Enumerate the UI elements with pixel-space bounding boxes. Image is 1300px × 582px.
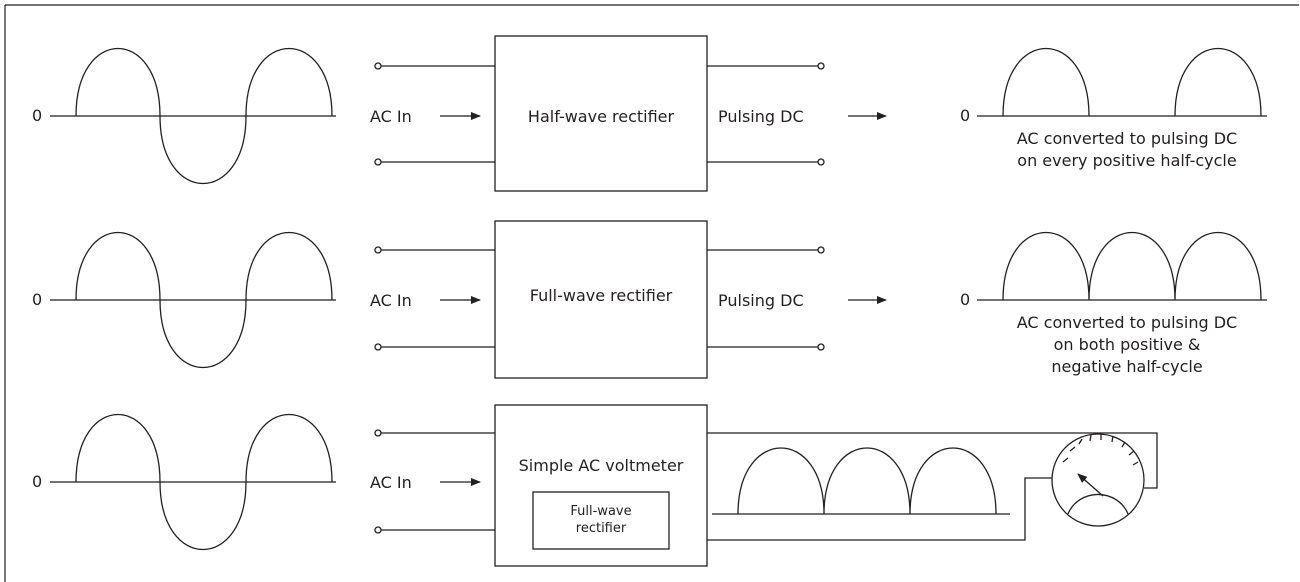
inner-rectifier-label-line-2: rectifier [576, 521, 627, 536]
half-wave-description-line-1: AC converted to pulsing DC [1017, 129, 1237, 148]
half-wave-rectifier-label: Half-wave rectifier [528, 107, 675, 126]
pulsing-dc-label: Pulsing DC [718, 291, 804, 310]
voltmeter-scale-arc [1067, 493, 1129, 515]
output-terminal-bottom [817, 343, 825, 351]
half-wave-row: 0 AC In Half-wave rectifier Pulsing DC 0… [32, 35, 1267, 192]
inner-full-wave-rectifier-block [532, 491, 670, 550]
ac-in-label: AC In [370, 291, 412, 310]
output-zero-label: 0 [960, 290, 970, 309]
ac-sine-wave [75, 48, 333, 184]
input-terminal-bottom [374, 526, 382, 534]
input-terminal-top [374, 246, 382, 254]
output-terminal-bottom [817, 158, 825, 166]
voltmeter-row: 0 AC In Simple AC voltmeter Full-wave re… [32, 404, 1158, 567]
ac-zero-label: 0 [32, 472, 42, 491]
pulsing-dc-label: Pulsing DC [718, 107, 804, 126]
ac-zero-label: 0 [32, 106, 42, 125]
input-terminal-bottom [374, 158, 382, 166]
output-zero-label: 0 [960, 106, 970, 125]
voltmeter-scale-ticks [1062, 434, 1139, 466]
inner-rectifier-label-line-1: Full-wave [570, 504, 631, 519]
full-wave-description-line-2: on both positive & [1054, 335, 1201, 354]
meter-wire-top [707, 432, 1158, 489]
full-wave-rectifier-block [494, 220, 708, 379]
voltmeter-pulsing-dc-waveform [737, 447, 997, 515]
voltmeter-needle [1077, 473, 1104, 497]
output-terminal-top [817, 62, 825, 70]
ac-zero-label: 0 [32, 290, 42, 309]
ac-sine-wave [75, 414, 333, 550]
half-wave-rectifier-block [494, 35, 708, 192]
ac-sine-wave [75, 232, 333, 368]
input-terminal-bottom [374, 343, 382, 351]
full-wave-rectifier-label: Full-wave rectifier [530, 286, 673, 305]
half-wave-output-waveform [1002, 48, 1262, 117]
simple-ac-voltmeter-label: Simple AC voltmeter [519, 456, 684, 475]
simple-ac-voltmeter-block [494, 404, 708, 567]
input-terminal-top [374, 429, 382, 437]
voltmeter-dial [1051, 433, 1145, 527]
half-wave-description-line-2: on every positive half-cycle [1017, 151, 1236, 170]
full-wave-output-waveform [1002, 232, 1262, 301]
output-terminal-top [817, 246, 825, 254]
full-wave-description-line-1: AC converted to pulsing DC [1017, 313, 1237, 332]
ac-in-label: AC In [370, 107, 412, 126]
input-terminal-top [374, 62, 382, 70]
full-wave-row: 0 AC In Full-wave rectifier Pulsing DC 0… [32, 220, 1267, 379]
meter-wire-bottom [707, 477, 1055, 541]
ac-in-label: AC In [370, 473, 412, 492]
full-wave-description-line-3: negative half-cycle [1051, 357, 1202, 376]
voltmeter-gauge [1051, 433, 1145, 527]
